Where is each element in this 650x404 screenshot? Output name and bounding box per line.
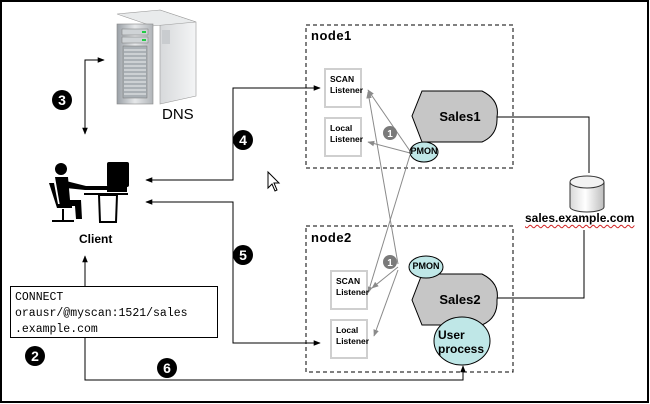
step-6-number: 6 [163, 360, 171, 376]
node2-scan-listener: SCAN Listener [330, 270, 370, 310]
registration-badge-node1 [383, 126, 397, 140]
step-3-number: 3 [58, 92, 66, 108]
user-process-shape [433, 316, 491, 366]
scan-redirect-arrow [145, 85, 321, 183]
sales1-instance-shape [411, 90, 498, 143]
dns-lookup-arrow [82, 57, 105, 135]
user-process-arrow [84, 338, 466, 381]
node2-scan-listener-label-2: Listener [336, 287, 370, 297]
user-process-label-2: process [438, 342, 485, 356]
step-5-badge [233, 245, 253, 265]
node1-local-listener-label-2: Listener [330, 134, 364, 144]
client-workstation-icon [49, 162, 129, 223]
sales2-db-link [497, 230, 585, 299]
pmon1-process-shape [409, 141, 439, 163]
node2-local-listener-label-1: Local [336, 325, 359, 335]
step-5-number: 5 [239, 247, 247, 263]
node2-local-listener-label-2: Listener [336, 336, 370, 346]
mouse-cursor-icon [267, 170, 281, 192]
node1-scan-listener: SCAN Listener [324, 68, 364, 108]
node2-local-listener: Local Listener [330, 319, 370, 359]
pmon2-process-shape [408, 255, 444, 279]
local-listener-arrow [145, 199, 321, 346]
database-icon [569, 175, 605, 213]
node1-local-listener-label-1: Local [330, 123, 353, 133]
step-2-number: 2 [31, 348, 39, 364]
step-badges [25, 90, 397, 378]
sales2-label: Sales2 [439, 292, 481, 307]
pmon2-label: PMON [412, 261, 440, 271]
sales1-label: Sales1 [439, 109, 481, 124]
registration-step-node2: 1 [387, 258, 393, 269]
service-registration-lines [366, 89, 411, 337]
database-label: sales.example.com [525, 211, 635, 225]
connect-string-line-1: CONNECT [15, 291, 64, 304]
node2-scan-listener-label-1: SCAN [336, 276, 361, 286]
sales1-db-link [497, 116, 590, 173]
connect-string-box: CONNECT orausr/@myscan:1521/sales .examp… [10, 286, 218, 338]
step-2-badge [25, 346, 45, 366]
step-4-badge [233, 130, 253, 150]
node2-title: node2 [311, 230, 352, 245]
client-label: Client [79, 232, 113, 246]
node1-local-listener: Local Listener [324, 117, 364, 157]
user-process-label: User process [434, 328, 494, 356]
node1-title: node1 [311, 28, 352, 43]
step-3-badge [52, 90, 72, 110]
node1-scan-listener-label-2: Listener [330, 85, 364, 95]
node1-scan-listener-label-1: SCAN [330, 74, 355, 84]
connect-string-line-3: .example.com [15, 323, 98, 336]
connect-string-line-2: orausr/@myscan:1521/sales [15, 307, 188, 320]
pmon1-label: PMON [410, 146, 438, 156]
dns-label: DNS [162, 106, 194, 123]
step-6-badge [157, 358, 177, 378]
step-4-number: 4 [239, 132, 247, 148]
registration-step-node1: 1 [387, 129, 393, 140]
registration-badge-node2 [383, 255, 397, 269]
dns-server-icon [116, 9, 197, 105]
user-process-label-1: User [438, 328, 465, 342]
